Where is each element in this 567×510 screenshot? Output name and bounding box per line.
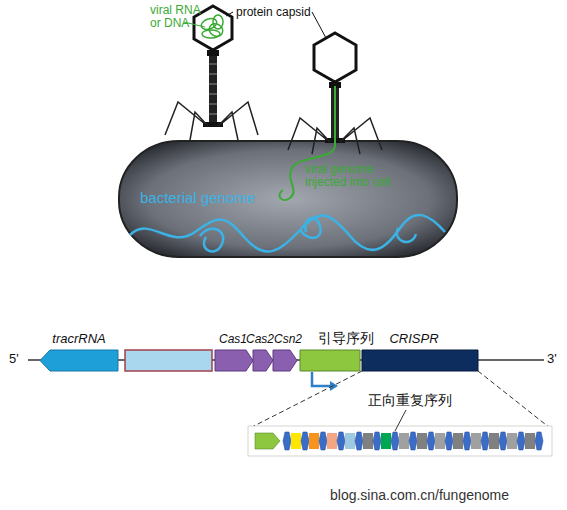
tail	[331, 88, 339, 140]
gene-name: tracrRNA	[52, 332, 105, 346]
repeat	[337, 432, 345, 450]
repeat	[391, 432, 399, 450]
spacer	[435, 433, 445, 449]
leader-line	[226, 12, 233, 16]
tail-fibers	[288, 118, 382, 154]
spacer	[417, 433, 427, 449]
bacterium-cell: bacterial genome	[118, 140, 458, 258]
spacer	[453, 433, 463, 449]
repeat	[319, 432, 327, 450]
node-outline	[273, 350, 297, 371]
leader-line	[312, 12, 326, 38]
repeat	[373, 432, 381, 450]
collar	[207, 50, 219, 56]
bacterial-genome-strand	[130, 215, 445, 251]
repeat	[463, 432, 471, 450]
repeat	[517, 432, 525, 450]
strand-end: 5'	[9, 352, 19, 366]
repeat	[481, 432, 489, 450]
cell-label: bacterial genome	[140, 190, 255, 207]
tail-fibers	[165, 102, 258, 140]
spacer	[309, 433, 319, 449]
collar	[329, 82, 341, 88]
spacer	[345, 433, 355, 449]
spacer	[471, 433, 481, 449]
transcription-arrow	[312, 372, 330, 386]
spacer	[525, 433, 535, 449]
gene-name: Cas2	[246, 333, 274, 346]
spacer	[399, 433, 409, 449]
zoom-line	[478, 371, 550, 428]
gene-block: tracrRNA	[40, 350, 118, 371]
repeat	[535, 432, 543, 450]
gene-shape	[273, 350, 297, 371]
viral-dna	[200, 15, 225, 39]
gene-block: 引导序列	[300, 350, 360, 371]
spacer	[489, 433, 499, 449]
callout-label: 正向重复序列	[368, 393, 452, 408]
gene-block: CRISPR	[362, 350, 478, 371]
gene-name: Cas1	[219, 333, 247, 346]
tail-stripes	[209, 64, 217, 114]
transcription-arrow-head	[330, 381, 338, 391]
node-outline	[215, 350, 253, 371]
genome-line	[130, 215, 445, 251]
repeat	[355, 432, 363, 450]
genome-loop	[200, 218, 416, 251]
repeat	[409, 432, 417, 450]
gene-shape	[215, 350, 253, 371]
gene-block: Cas1	[215, 350, 253, 371]
zoom-line	[250, 371, 362, 428]
node-outline	[362, 350, 478, 371]
callout-label: viral genome injected into cell	[305, 163, 413, 189]
callout-label: viral RNA or DNA	[150, 4, 212, 30]
repeat	[499, 432, 507, 450]
node-outline	[40, 350, 118, 371]
spacer	[291, 433, 301, 449]
leader-line	[395, 410, 406, 431]
gene-name: Csn2	[274, 333, 302, 346]
baseplate	[203, 122, 223, 127]
repeat	[445, 432, 453, 450]
callout-label: protein capsid	[236, 6, 311, 19]
node-outline	[253, 350, 273, 371]
gene-block: Cas2	[253, 350, 273, 371]
gene-name: CRISPR	[389, 332, 438, 346]
spacer	[363, 433, 373, 449]
gene-block: Csn2	[273, 350, 297, 371]
repeat	[301, 432, 309, 450]
repeat	[283, 432, 291, 450]
capsid	[314, 33, 356, 82]
zoom-frame	[248, 426, 552, 456]
spacer	[381, 433, 391, 449]
baseplate	[325, 138, 345, 143]
gene-box	[125, 350, 212, 371]
node-outline	[300, 350, 360, 371]
gene-shape	[362, 350, 478, 371]
spacer	[327, 433, 337, 449]
cell-body	[119, 141, 457, 257]
strand-end: 3'	[547, 352, 557, 366]
gene-shape	[40, 350, 118, 371]
gene-shape	[253, 350, 273, 371]
leader-sequence	[255, 433, 280, 449]
spacer	[507, 433, 517, 449]
crispr-array	[255, 432, 543, 450]
gene-name: 引导序列	[318, 331, 374, 346]
gene-shape	[300, 350, 360, 371]
watermark: blog.sina.com.cn/fungenome	[330, 488, 509, 503]
tail	[209, 56, 217, 124]
repeat	[427, 432, 435, 450]
